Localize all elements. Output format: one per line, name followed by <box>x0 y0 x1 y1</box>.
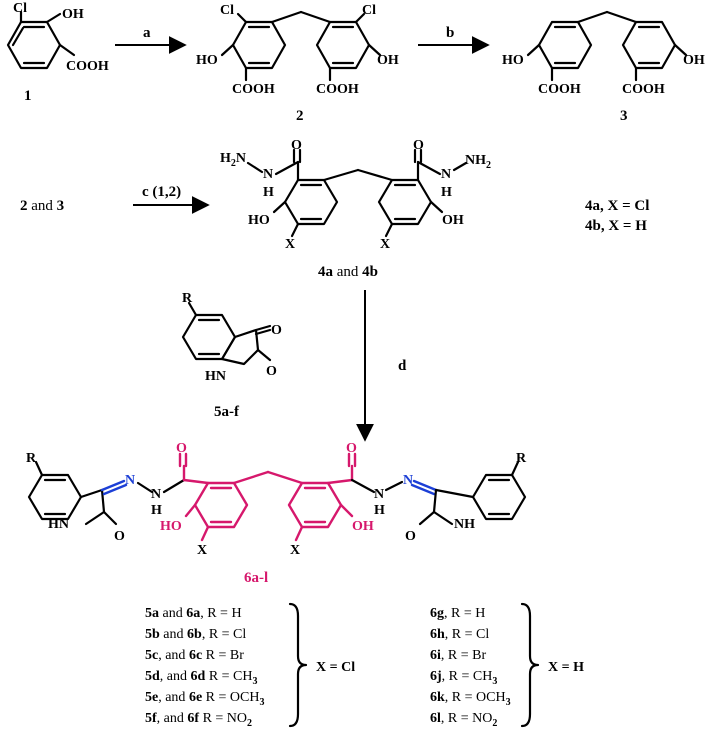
atom-h-left: H <box>263 185 274 200</box>
atom-h-right: H <box>441 185 452 200</box>
atom-n-imine-left: N <box>125 473 135 488</box>
atom-n-amide-left: N <box>151 487 161 502</box>
atom-h2n-left: H2N <box>220 151 246 169</box>
atom-r: R <box>182 291 193 306</box>
atom-oh-right: OH <box>442 213 464 228</box>
atom-oh: OH <box>62 7 84 22</box>
legend-left-item-5: 5e, and 6e R = OCH3 <box>145 690 264 708</box>
atom-cooh-left: COOH <box>232 82 275 97</box>
atom-nh2-right: NH2 <box>465 153 491 171</box>
atom-o-top: O <box>271 323 282 338</box>
legend-right-item-1: 6g, R = H <box>430 606 485 621</box>
atom-o-isatin-right: O <box>405 529 416 544</box>
atom-n-left: N <box>263 167 273 182</box>
legend-right-item-3: 6i, R = Br <box>430 648 486 663</box>
atom-o-core-right: O <box>346 441 357 456</box>
brace-right <box>520 602 540 728</box>
atom-hn-left: HN <box>48 517 69 532</box>
compound-label-2: 2 <box>296 108 304 124</box>
atom-ho-left: HO <box>196 53 218 68</box>
atom-o-left: O <box>291 138 302 153</box>
atom-h-amide-left: H <box>151 503 162 518</box>
atom-oh-right: OH <box>683 53 705 68</box>
legend-left: 5a and 6a, R = H 5b and 6b, R = Cl 5c, a… <box>145 602 355 729</box>
compound-2: Cl HO COOH Cl OH COOH 2 <box>196 3 399 124</box>
atom-cl-right: Cl <box>362 3 376 18</box>
compound-label-1: 1 <box>24 88 32 104</box>
atom-r-right: R <box>516 451 527 466</box>
compound-label-5: 5a-f <box>214 404 240 420</box>
atom-o-isatin-left: O <box>114 529 125 544</box>
legend-left-item-1: 5a and 6a, R = H <box>145 606 242 621</box>
legend-left-item-6: 5f, and 6f R = NO2 <box>145 711 252 729</box>
atom-nh-right: NH <box>454 517 475 532</box>
atom-x-right: X <box>380 237 390 252</box>
compound-1: Cl OH COOH 1 <box>6 1 109 104</box>
atom-ho-core-left: HO <box>160 519 182 534</box>
legend-left-item-2: 5b and 6b, R = Cl <box>145 627 246 642</box>
atom-n-right: N <box>441 167 451 182</box>
compound-3: HO COOH OH COOH 3 <box>502 10 705 124</box>
atom-hn: HN <box>205 369 226 384</box>
atom-cl: Cl <box>13 1 27 16</box>
atom-ho-left: HO <box>248 213 270 228</box>
atom-o-core-left: O <box>176 441 187 456</box>
atom-x-core-left: X <box>197 543 207 558</box>
legend-right-item-4: 6j, R = CH3 <box>430 669 497 687</box>
atom-x-left: X <box>285 237 295 252</box>
compound-label-3: 3 <box>620 108 628 124</box>
legend-left-x: X = Cl <box>316 660 355 675</box>
step-d-label: d <box>398 358 407 374</box>
compound-5: R O O HN 5a-f <box>181 291 282 420</box>
atom-n-amide-right: N <box>374 487 384 502</box>
step-b-label: b <box>446 25 454 41</box>
atom-r-left: R <box>26 451 37 466</box>
step-c-label: c (1,2) <box>142 184 181 200</box>
atom-x-core-right: X <box>290 543 300 558</box>
atom-n-imine-right: N <box>403 473 413 488</box>
atom-oh-core-right: OH <box>352 519 374 534</box>
atom-cl-left: Cl <box>220 3 234 18</box>
atom-h-amide-right: H <box>374 503 385 518</box>
atom-o-bottom: O <box>266 364 277 379</box>
compound-6: R HN O N N H O HO X O OH X N <box>26 441 527 586</box>
atom-o-right: O <box>413 138 424 153</box>
legend-right: 6g, R = H 6h, R = Cl 6i, R = Br 6j, R = … <box>430 602 584 729</box>
compound-4: O N H H2N HO X O N H NH2 OH X 4a and 4b … <box>220 138 649 280</box>
legend-right-item-5: 6k, R = OCH3 <box>430 690 511 708</box>
legend-right-x: X = H <box>548 660 584 675</box>
compound-label-4b: 4b, X = H <box>585 218 647 234</box>
step-a-label: a <box>143 25 151 41</box>
compound-label-4a: 4a, X = Cl <box>585 198 649 214</box>
atom-ho-left: HO <box>502 53 524 68</box>
atom-oh-right: OH <box>377 53 399 68</box>
legend-right-item-6: 6l, R = NO2 <box>430 711 497 729</box>
legend-right-item-2: 6h, R = Cl <box>430 627 489 642</box>
atom-cooh-left: COOH <box>538 82 581 97</box>
legend-left-item-4: 5d, and 6d R = CH3 <box>145 669 258 687</box>
atom-cooh: COOH <box>66 59 109 74</box>
legend-left-item-3: 5c, and 6c R = Br <box>145 648 244 663</box>
atom-cooh-right: COOH <box>316 82 359 97</box>
compound-label-4: 4a and 4b <box>318 264 378 280</box>
start-materials-label: 2 and 3 <box>20 198 64 214</box>
brace-left <box>288 602 308 728</box>
atom-cooh-right: COOH <box>622 82 665 97</box>
compound-label-6: 6a-l <box>244 570 268 586</box>
